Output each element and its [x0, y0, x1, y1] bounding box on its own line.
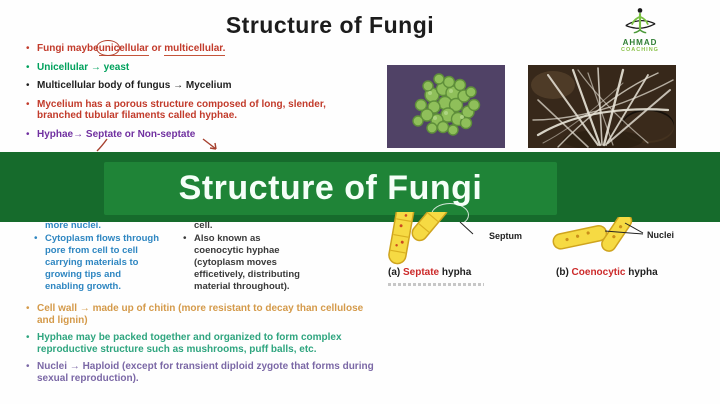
bullet-unicellular-yeast: Unicellular → yeast: [26, 62, 386, 74]
bullet-hyphae-packed: Hyphae may be packed together and organi…: [26, 332, 666, 355]
coenocytic-description-column: cell. Also known as coenocytic hyphae (c…: [183, 220, 353, 300]
nuclei-label: Nuclei: [647, 230, 675, 240]
bullet-text: Cytoplasm flows through pore from cell t…: [45, 233, 159, 292]
mycelium-filaments-image: [528, 65, 676, 153]
banner-title-text: Structure of Fungi: [178, 169, 483, 207]
bullet-text: Mycelium has a porous structure composed…: [37, 98, 326, 122]
underlined-word: multicellular.: [164, 43, 226, 56]
fine-print-smudge: [388, 283, 484, 286]
title-banner-panel: Structure of Fungi: [104, 162, 557, 215]
yeast-cells-image: [387, 65, 505, 153]
bullet-text: Unicellular → yeast: [37, 61, 130, 73]
top-bullet-list: Fungi maybeunicellular or multicellular.…: [26, 43, 386, 147]
clipped-line: cell.: [194, 220, 213, 231]
bullet-mycelium-structure: Mycelium has a porous structure composed…: [26, 99, 386, 122]
clipped-line: more nuclei.: [45, 220, 101, 231]
bullet-text: Nuclei → Haploid (except for transient d…: [37, 361, 374, 384]
page-title: Structure of Fungi: [225, 12, 435, 38]
bullet-coenocytic-hyphae: Also known as coenocytic hyphae (cytopla…: [183, 233, 353, 293]
septate-description-column: more nuclei. Cytoplasm flows through por…: [34, 220, 186, 300]
bullet-hyphae-types: Hyphae→ Septate or Non-septate: [26, 129, 386, 141]
bullet-cell-wall-chitin: Cell wall → made up of chitin (more resi…: [26, 303, 666, 326]
caption-coenocytic-hypha: (b) Coenocytic hypha: [556, 267, 658, 278]
logo-person-icon: [608, 6, 672, 38]
septate-hypha-drawing: [378, 200, 490, 271]
title-banner: Structure of Fungi: [0, 152, 720, 222]
bullet-text: Hyphae may be packed together and organi…: [37, 332, 342, 355]
circled-word: unicellular: [98, 43, 149, 56]
bullet-text: Multicellular body of fungus → Mycelium: [37, 80, 232, 91]
logo-name-text: AHMAD: [622, 38, 658, 47]
bullet-text: Also known as coenocytic hyphae (cytopla…: [194, 233, 300, 292]
bullet-text: Cell wall → made up of chitin (more resi…: [37, 303, 364, 326]
bullet-text: Hyphae→ Septate or Non-septate: [37, 128, 196, 140]
hand-drawn-arrows: [95, 138, 235, 158]
bullet-cytoplasm-flow: Cytoplasm flows through pore from cell t…: [34, 233, 186, 293]
bullet-fungi-types: Fungi maybeunicellular or multicellular.: [26, 43, 386, 56]
bullet-text: Fungi maybeunicellular or multicellular.: [37, 43, 226, 56]
bullet-multicellular-mycelium: Multicellular body of fungus → Mycelium: [26, 80, 386, 92]
bottom-bullet-list: Cell wall → made up of chitin (more resi…: [26, 303, 666, 390]
caption-septate-hypha: (a) Septate hypha: [388, 267, 472, 278]
coenocytic-hypha-drawing: [545, 213, 695, 264]
septum-label: Septum: [489, 231, 523, 241]
bullet-nuclei-haploid: Nuclei → Haploid (except for transient d…: [26, 361, 666, 384]
logo-subname-text: COACHING: [621, 47, 659, 53]
ahmad-coaching-logo: AHMAD COACHING: [608, 6, 672, 54]
